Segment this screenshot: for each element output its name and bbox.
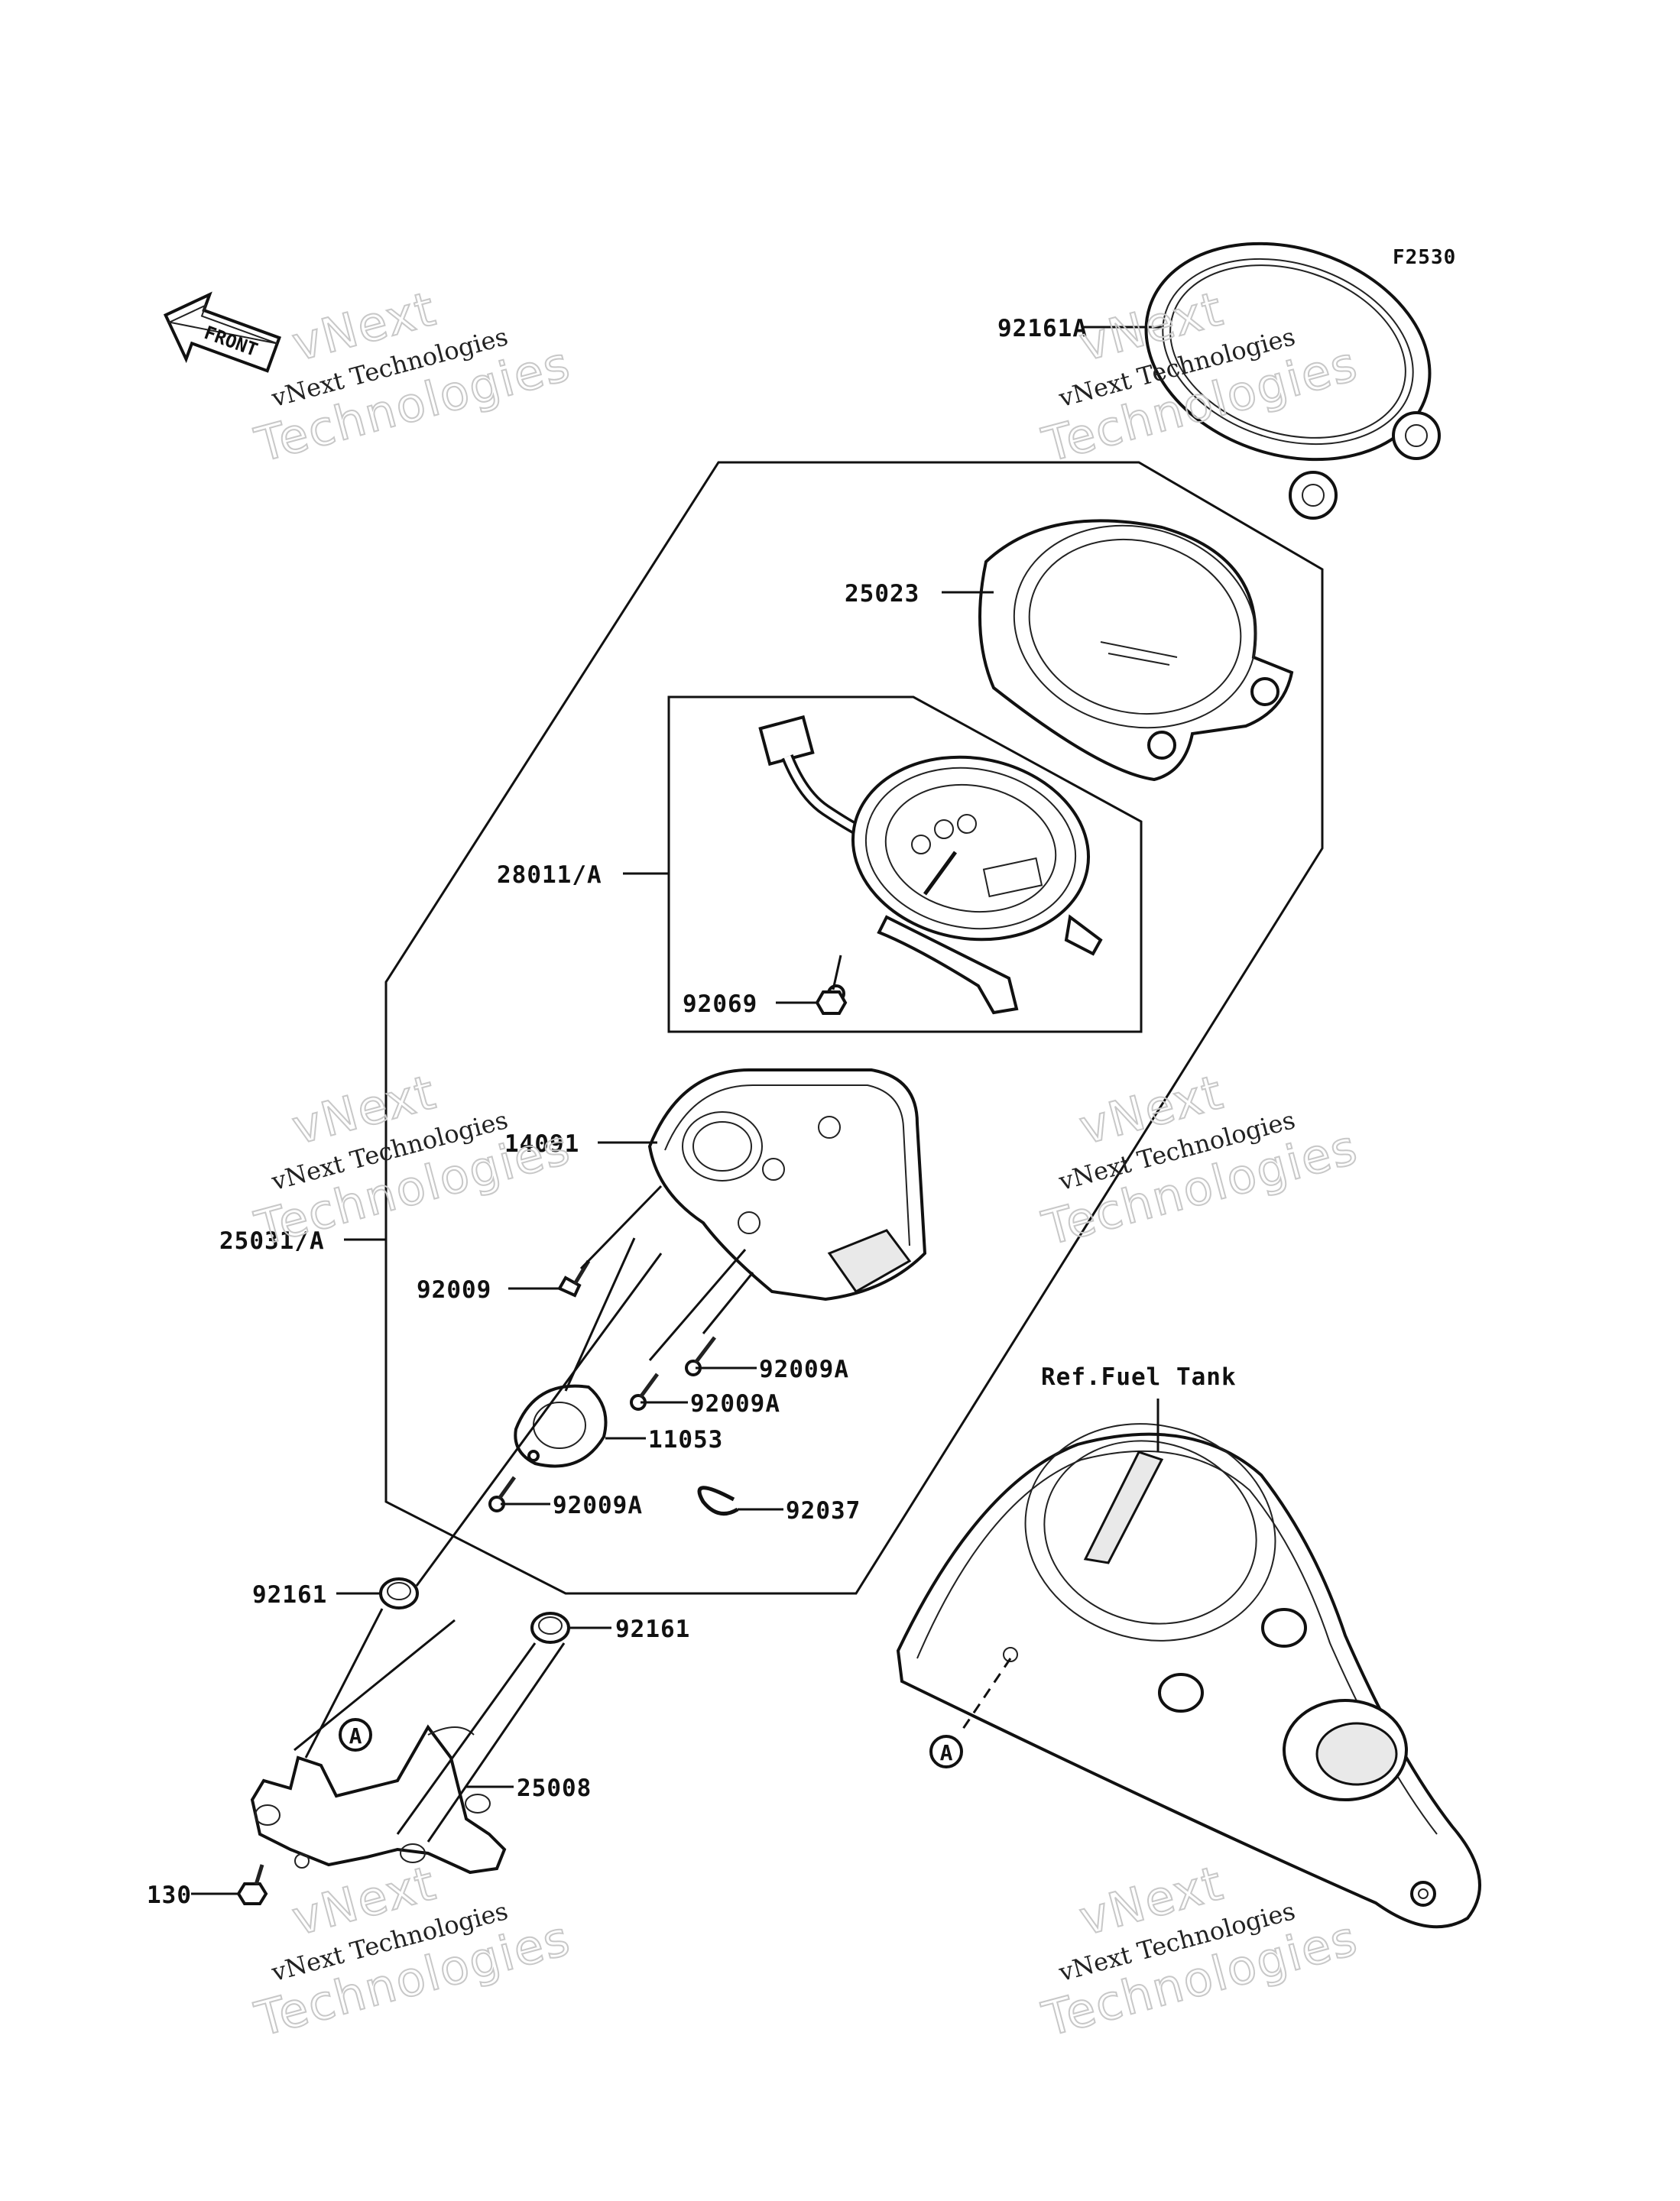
label-92009A-3: 92009A	[553, 1492, 643, 1519]
marker-a-tank-label: A	[940, 1740, 953, 1765]
label-92009A-1: 92009A	[759, 1356, 849, 1383]
fuel-tank-cover	[896, 1423, 1481, 1929]
label-92037: 92037	[786, 1497, 861, 1525]
label-28011A: 28011/A	[497, 861, 602, 889]
marker-a-bracket-label: A	[349, 1723, 362, 1749]
meter-group-boundary	[667, 695, 1143, 1033]
watermark-mid-left: vNext vNext Technologies Technologies	[248, 1063, 577, 1257]
bracket-25008	[250, 1724, 507, 1875]
speedometer-28011A	[758, 715, 1103, 1015]
watermark-top-left: vNext vNext Technologies Technologies	[248, 280, 577, 474]
bracket-ring-11053	[514, 1384, 608, 1468]
marker-a-tank: A	[929, 1735, 963, 1768]
label-11053: 11053	[648, 1426, 723, 1454]
grommet-92161-1	[379, 1577, 419, 1609]
label-25023: 25023	[845, 580, 919, 608]
label-130: 130	[147, 1882, 192, 1909]
bolt-130	[236, 1864, 268, 1905]
watermark-mid-right: vNext vNext Technologies Technologies	[1036, 1063, 1364, 1257]
screw-92009	[557, 1259, 591, 1298]
nut-92069	[815, 990, 848, 1015]
label-92009: 92009	[417, 1276, 491, 1304]
clamp-92037	[697, 1486, 739, 1516]
group-boundary	[384, 461, 1324, 1595]
front-arrow-icon: FRONT	[163, 291, 281, 373]
figure-code: F2530	[1393, 246, 1456, 269]
label-92161A: 92161A	[997, 315, 1088, 342]
label-92009A-2: 92009A	[690, 1390, 780, 1418]
meter-cover-25023	[978, 519, 1294, 782]
label-25008: 25008	[517, 1775, 592, 1802]
label-14091: 14091	[504, 1130, 579, 1158]
label-25031A: 25031/A	[219, 1227, 325, 1255]
leader-lines	[191, 326, 1162, 1895]
marker-a-bracket: A	[339, 1718, 372, 1752]
gasket-ring-92161A	[1144, 241, 1441, 520]
meter-case-14091	[647, 1068, 927, 1301]
label-92161-2: 92161	[615, 1616, 690, 1643]
label-92069: 92069	[683, 990, 757, 1018]
screw-92009A-1	[685, 1336, 716, 1376]
grommet-92161-2	[530, 1612, 570, 1644]
label-92161-1: 92161	[252, 1581, 327, 1609]
label-ref-fuel-tank: Ref.Fuel Tank	[1041, 1363, 1237, 1391]
screw-92009A-2	[630, 1373, 660, 1411]
